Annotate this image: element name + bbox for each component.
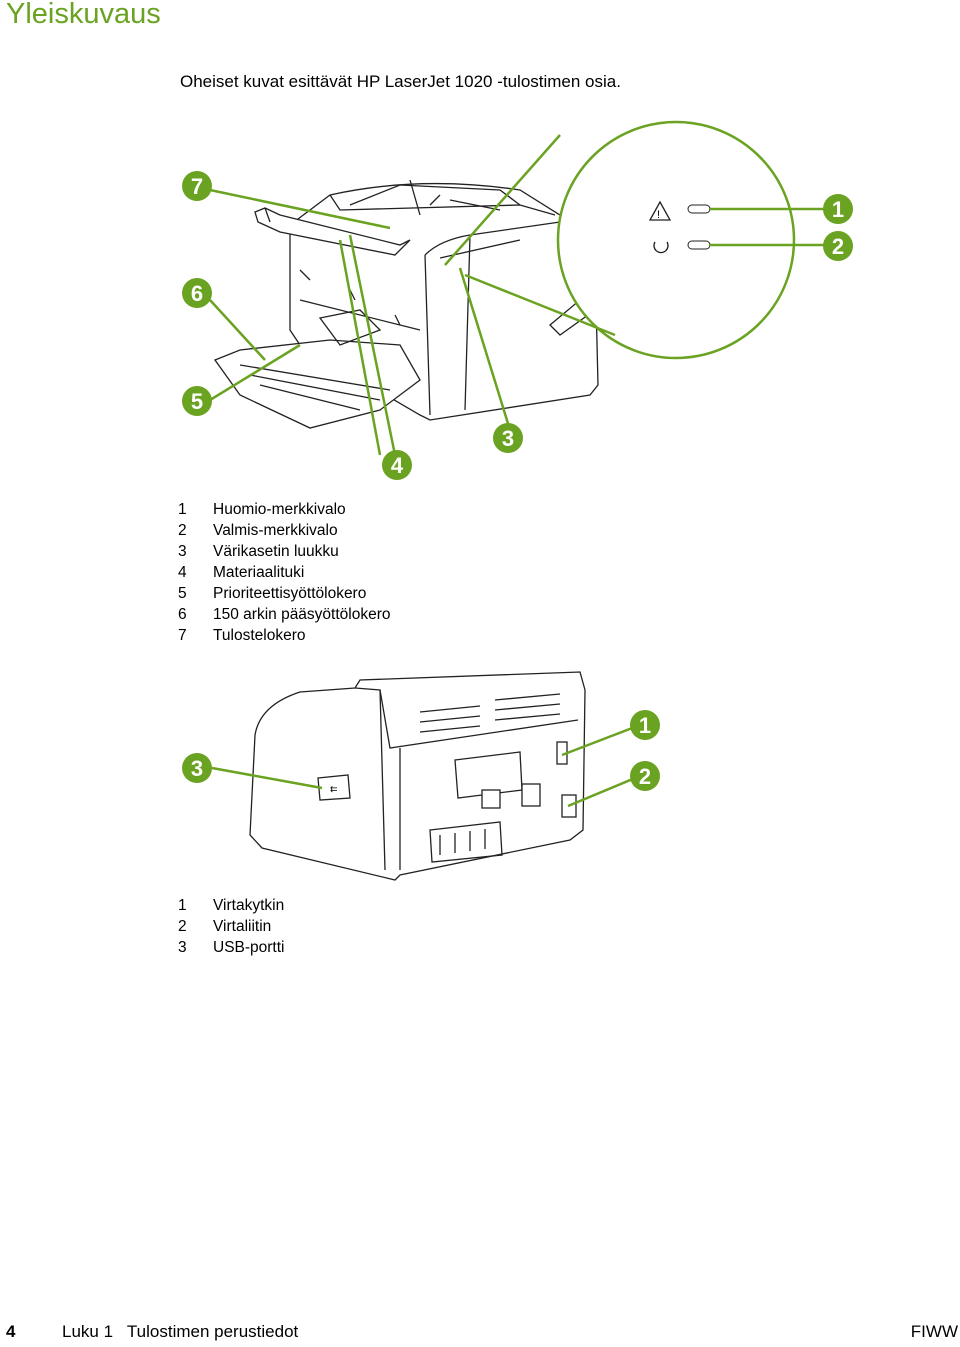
page-number: 4 (6, 1322, 16, 1341)
callout-5: 5 (182, 386, 212, 416)
printer-front-body (213, 179, 599, 429)
usb-symbol-icon: ⇇ (330, 785, 338, 795)
callout-3: 3 (493, 423, 523, 453)
callout-1: 1 (823, 194, 853, 224)
svg-text:5: 5 (191, 389, 203, 414)
svg-text:3: 3 (502, 426, 514, 451)
callout-1-back: 1 (630, 710, 660, 740)
printer-front-illustration: ! 1 2 3 4 5 6 7 (182, 120, 853, 480)
page-footer: 4 Luku 1 Tulostimen perustiedot FIWW (0, 1322, 960, 1344)
svg-text:1: 1 (639, 713, 651, 738)
printer-back-body: ⇇ (249, 671, 586, 881)
callout-2: 2 (823, 231, 853, 261)
svg-text:3: 3 (191, 756, 203, 781)
svg-text:6: 6 (191, 281, 203, 306)
svg-text:1: 1 (832, 197, 844, 222)
document-code: FIWW (910, 1322, 958, 1341)
svg-text:4: 4 (391, 453, 404, 478)
svg-text:2: 2 (832, 234, 844, 259)
callout-4: 4 (382, 450, 412, 480)
page-title: Yleiskuvaus (6, 0, 161, 30)
svg-text:!: ! (657, 209, 660, 221)
callout-3-back: 3 (182, 753, 212, 783)
callout-2-back: 2 (630, 761, 660, 791)
ready-power-icon (653, 241, 669, 254)
control-panel-zoom: ! (556, 120, 796, 360)
svg-text:7: 7 (191, 174, 203, 199)
intro-text: Oheiset kuvat esittävät HP LaserJet 1020… (180, 72, 621, 91)
chapter-title: Luku 1 Tulostimen perustiedot (62, 1322, 299, 1341)
callout-7: 7 (182, 171, 212, 201)
svg-text:2: 2 (639, 764, 651, 789)
ready-light (687, 240, 711, 250)
callout-6: 6 (182, 278, 212, 308)
attention-light (687, 204, 711, 214)
attention-warning-icon (648, 200, 672, 221)
printer-back-illustration: ⇇ 1 2 3 (182, 671, 660, 881)
